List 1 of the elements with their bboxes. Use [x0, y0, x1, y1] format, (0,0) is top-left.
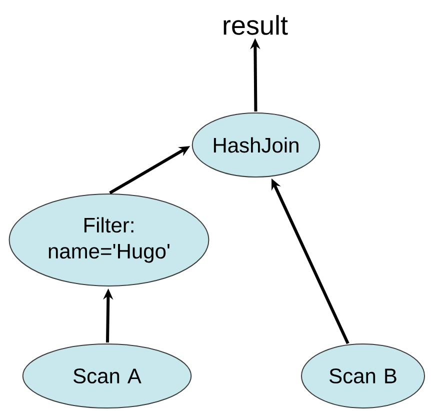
result-label: result [224, 15, 288, 35]
